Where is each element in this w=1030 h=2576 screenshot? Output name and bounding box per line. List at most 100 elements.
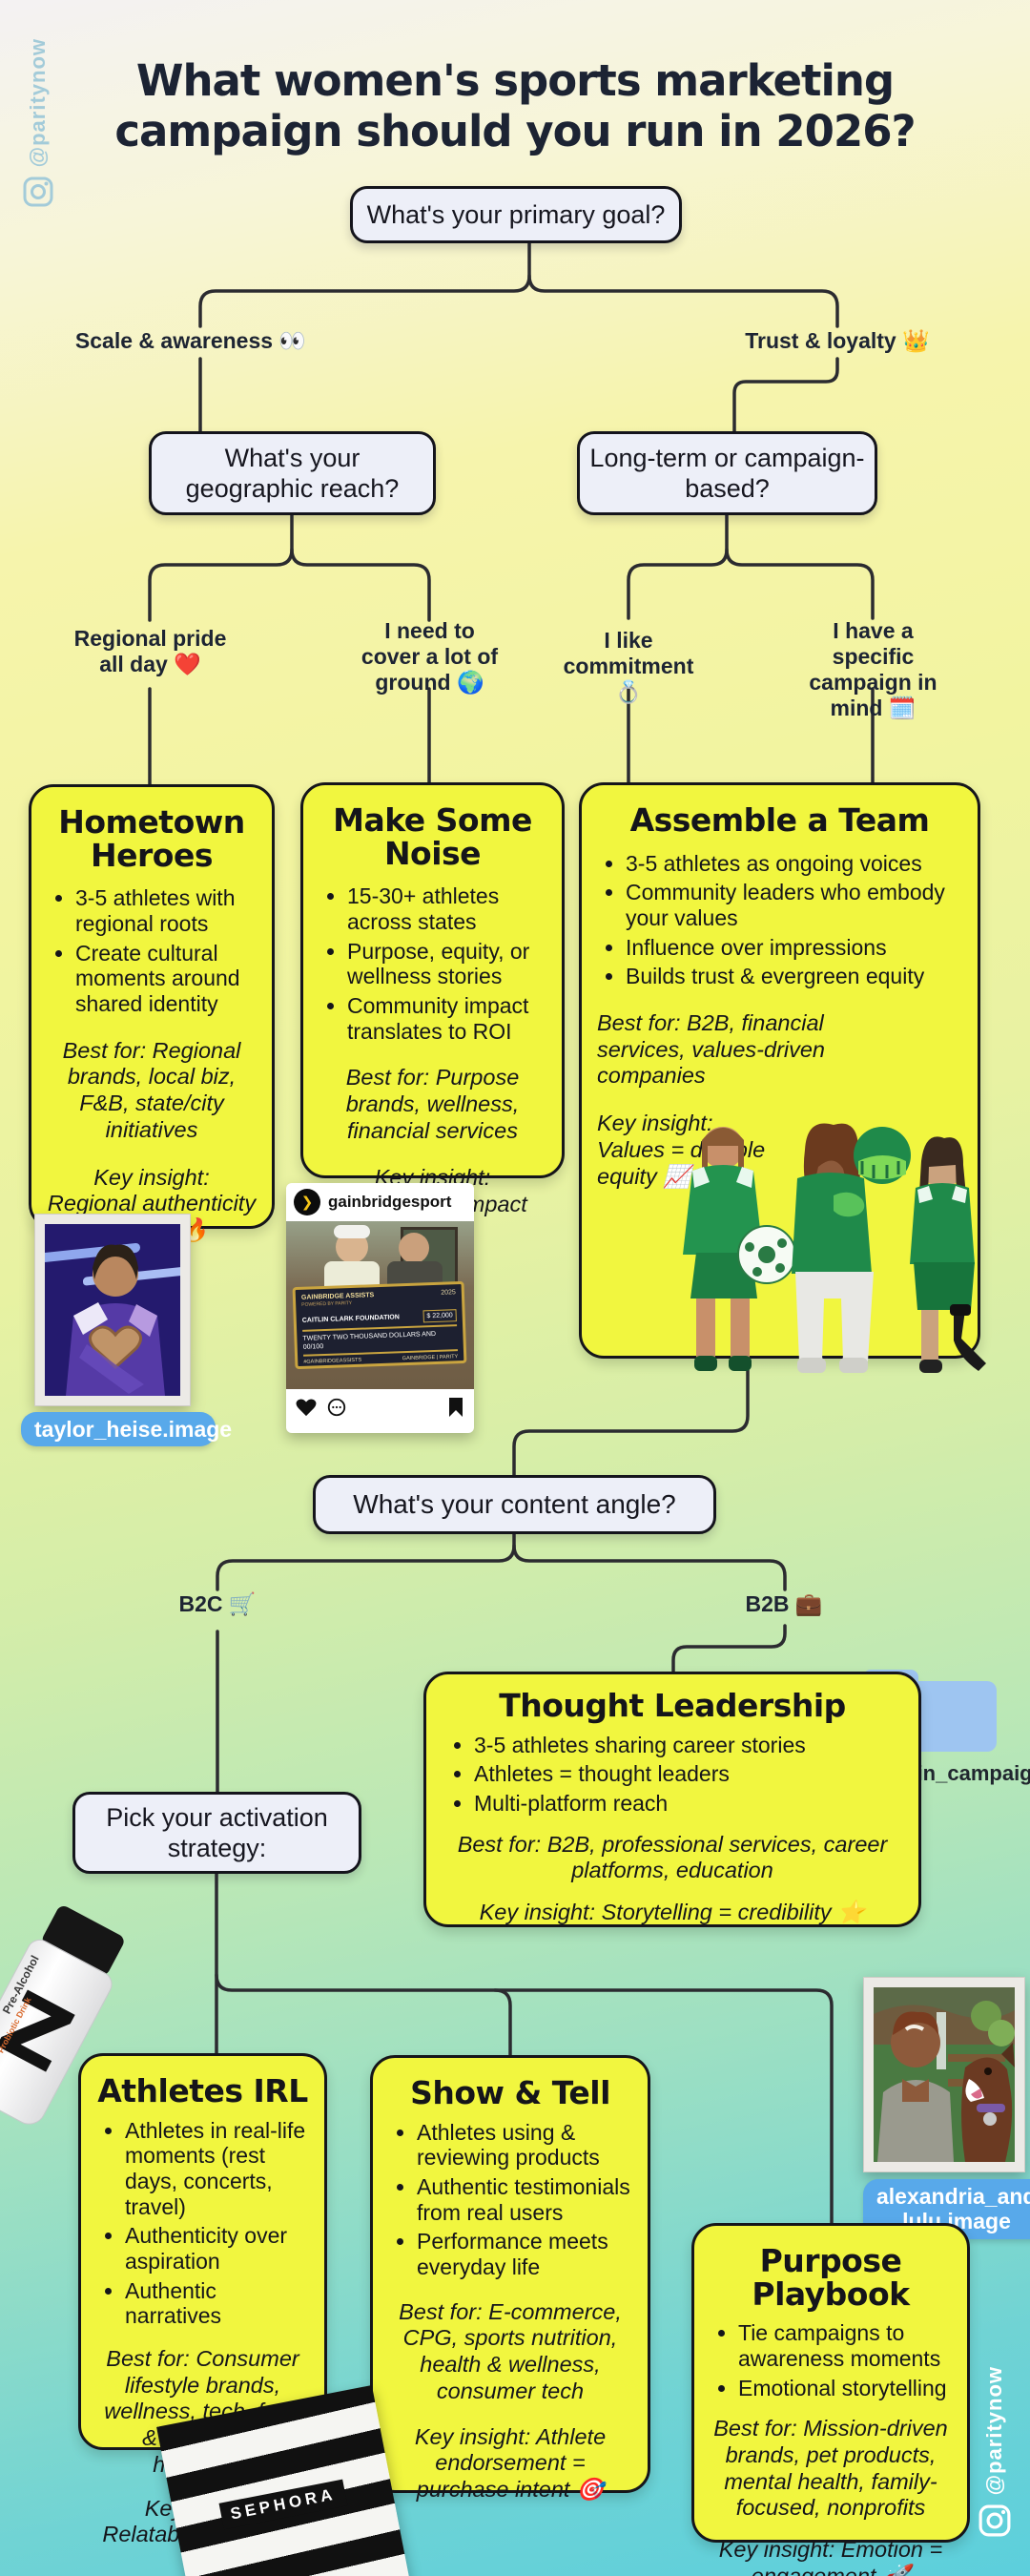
bullet-item: Performance meets everyday life: [417, 2229, 632, 2279]
card-key-insight: Key insight: Storytelling = credibility …: [479, 1900, 866, 1925]
connector-line: [527, 274, 839, 328]
check-amount-words: TWENTY TWO THOUSAND DOLLARS AND 00/100: [302, 1330, 437, 1351]
bullet-item: Emotional storytelling: [738, 2376, 952, 2401]
card-key-insight: Key insight: Values = durable equity 📈: [597, 1111, 766, 1189]
card-title: Make Some Noise: [333, 801, 532, 872]
alexandria-lulu-photo: [863, 1977, 1025, 2172]
like-icon[interactable]: [296, 1398, 317, 1417]
instagram-username[interactable]: gainbridgesport: [328, 1193, 452, 1211]
card-title: Hometown Heroes: [58, 803, 245, 874]
node-geographic-reach: What's your geographic reach?: [149, 431, 436, 515]
bullet-item: Community leaders who embody your values: [626, 880, 962, 930]
connector-line: [512, 1357, 750, 1477]
check-memo: #GAINBRIDGEASSISTS: [303, 1357, 362, 1365]
card-key-insight: Key insight: Athlete endorsement = purch…: [414, 2423, 607, 2502]
card-title: Athletes IRL: [97, 2072, 308, 2109]
node-activation-label: Pick your activation strategy:: [106, 1802, 328, 1862]
alexandria-label-line1: alexandria_and_: [876, 2184, 1030, 2209]
connector-line: [627, 511, 729, 620]
bullet-item: Authenticity over aspiration: [125, 2223, 309, 2274]
bullet-item: Purpose, equity, or wellness stories: [347, 939, 546, 989]
card-athletes-irl: Athletes IRL Athletes in real-life momen…: [78, 2053, 327, 2573]
bullet-item: Builds trust & evergreen equity: [626, 964, 962, 989]
check-brands: GAINBRIDGE | PARITY: [402, 1354, 459, 1362]
bullet-item: Athletes = thought leaders: [474, 1761, 899, 1787]
branch-b2c: B2C 🛒: [178, 1591, 257, 1616]
node-geographic-reach-label: What's your geographic reach?: [185, 443, 400, 503]
bullet-item: Authentic testimonials from real users: [417, 2174, 632, 2225]
bullet-item: Create cultural moments around shared id…: [75, 941, 257, 1017]
connector-line: [671, 1624, 787, 1675]
card-best-for: Best for: Regional brands, local biz, F&…: [62, 1037, 241, 1142]
bullet-item: 15-30+ athletes across states: [347, 883, 546, 934]
connector-line: [148, 511, 294, 622]
card-bullets: 15-30+ athletes across statesPurpose, eq…: [319, 883, 546, 1044]
branch-commitment: I like commitment 💍: [563, 628, 694, 705]
title-line-1: What women's sports marketing: [135, 55, 895, 106]
connector-line: [198, 239, 531, 328]
connector-line: [215, 1973, 834, 2225]
title-line-2: campaign should you run in 2026?: [114, 106, 916, 157]
branch-specific-campaign: I have a specific campaign in mind 🗓️: [809, 618, 937, 721]
connector-line: [493, 1988, 512, 2057]
connector-line: [725, 548, 875, 620]
athletes-cutout-illustration: [683, 1123, 986, 1373]
branch-cover-ground: I need to cover a lot of ground 🌍: [360, 618, 499, 696]
team-athletes-photo: [647, 1111, 992, 1381]
card-thought-leadership: Thought Leadership 3-5 athletes sharing …: [423, 1672, 921, 1927]
node-longterm: Long-term or campaign-based?: [577, 431, 877, 515]
card-bullets: Tie campaigns to awareness momentsEmotio…: [710, 2320, 952, 2400]
bullet-item: Tie campaigns to awareness moments: [738, 2320, 952, 2371]
node-longterm-label: Long-term or campaign-based?: [589, 443, 865, 503]
social-handle-bottom: @paritynow: [978, 2366, 1011, 2537]
branch-trust-loyalty: Trust & loyalty 👑: [745, 328, 930, 353]
bullet-item: 3-5 athletes as ongoing voices: [626, 851, 962, 877]
instagram-post: ❯ gainbridgesport GAINBRIDGE ASSISTS 202…: [286, 1183, 474, 1433]
card-key-insight: Key insight: Emotion = engagement 🚀: [718, 2537, 943, 2576]
card-bullets: 3-5 athletes as ongoing voicesCommunity …: [597, 851, 962, 989]
handle-text: @paritynow: [982, 2366, 1006, 2496]
card-bullets: Athletes in real-life moments (rest days…: [96, 2118, 309, 2329]
card-make-some-noise: Make Some Noise 15-30+ athletes across s…: [300, 782, 565, 1243]
instagram-icon: [23, 177, 53, 207]
taylor-heise-photo: [34, 1214, 191, 1406]
card-title: Purpose Playbook: [752, 2242, 910, 2313]
bookmark-icon[interactable]: [447, 1397, 464, 1418]
node-content-angle-label: What's your content angle?: [353, 1489, 676, 1520]
node-primary-goal: What's your primary goal?: [350, 186, 682, 243]
gainbridge-logo-icon: ❯: [294, 1189, 320, 1215]
card-show-and-tell: Show & Tell Athletes using & reviewing p…: [370, 2055, 650, 2502]
instagram-post-header: ❯ gainbridgesport: [286, 1183, 474, 1221]
giant-check: GAINBRIDGE ASSISTS 2025 POWERED BY PARIT…: [292, 1280, 467, 1370]
branch-b2b: B2B 💼: [745, 1591, 823, 1616]
check-amount: $ 22,000: [422, 1308, 457, 1323]
card-best-for: Best for: B2B, professional services, ca…: [457, 1831, 888, 1883]
bullet-item: Community impact translates to ROI: [347, 993, 546, 1044]
woman-and-dog-illustration: [874, 1987, 1015, 2162]
bullet-item: Athletes using & reviewing products: [417, 2120, 632, 2171]
instagram-post-actions: [286, 1389, 474, 1425]
instagram-icon: [978, 2504, 1011, 2537]
card-bullets: 3-5 athletes sharing career storiesAthle…: [445, 1733, 899, 1817]
card-best-for: Best for: E-commerce, CPG, sports nutrit…: [399, 2298, 622, 2403]
node-content-angle: What's your content angle?: [313, 1475, 716, 1534]
hockey-player-heart-hands-illustration: [45, 1224, 180, 1396]
card-best-for: Best for: Mission-driven brands, pet pro…: [713, 2416, 948, 2521]
bullet-item: Athletes in real-life moments (rest days…: [125, 2118, 309, 2220]
bullet-item: Influence over impressions: [626, 935, 962, 961]
branch-scale-awareness: Scale & awareness 👀: [74, 328, 307, 353]
card-best-for: Best for: B2B, financial services, value…: [597, 1010, 826, 1089]
check-payee: CAITLIN CLARK FOUNDATION: [301, 1313, 400, 1324]
card-title: Show & Tell: [410, 2074, 610, 2111]
card-bullets: 3-5 athletes with regional rootsCreate c…: [47, 885, 257, 1016]
instagram-post-photo: GAINBRIDGE ASSISTS 2025 POWERED BY PARIT…: [286, 1221, 474, 1389]
node-primary-goal-label: What's your primary goal?: [366, 199, 666, 229]
branch-regional-pride: Regional pride all day ❤️: [73, 626, 227, 677]
bullet-item: 3-5 athletes with regional roots: [75, 885, 257, 936]
comment-icon[interactable]: [326, 1397, 347, 1418]
card-title: Assemble a Team: [629, 801, 930, 839]
page-title: What women's sports marketing campaign s…: [95, 55, 935, 156]
white-cap: [334, 1225, 370, 1238]
